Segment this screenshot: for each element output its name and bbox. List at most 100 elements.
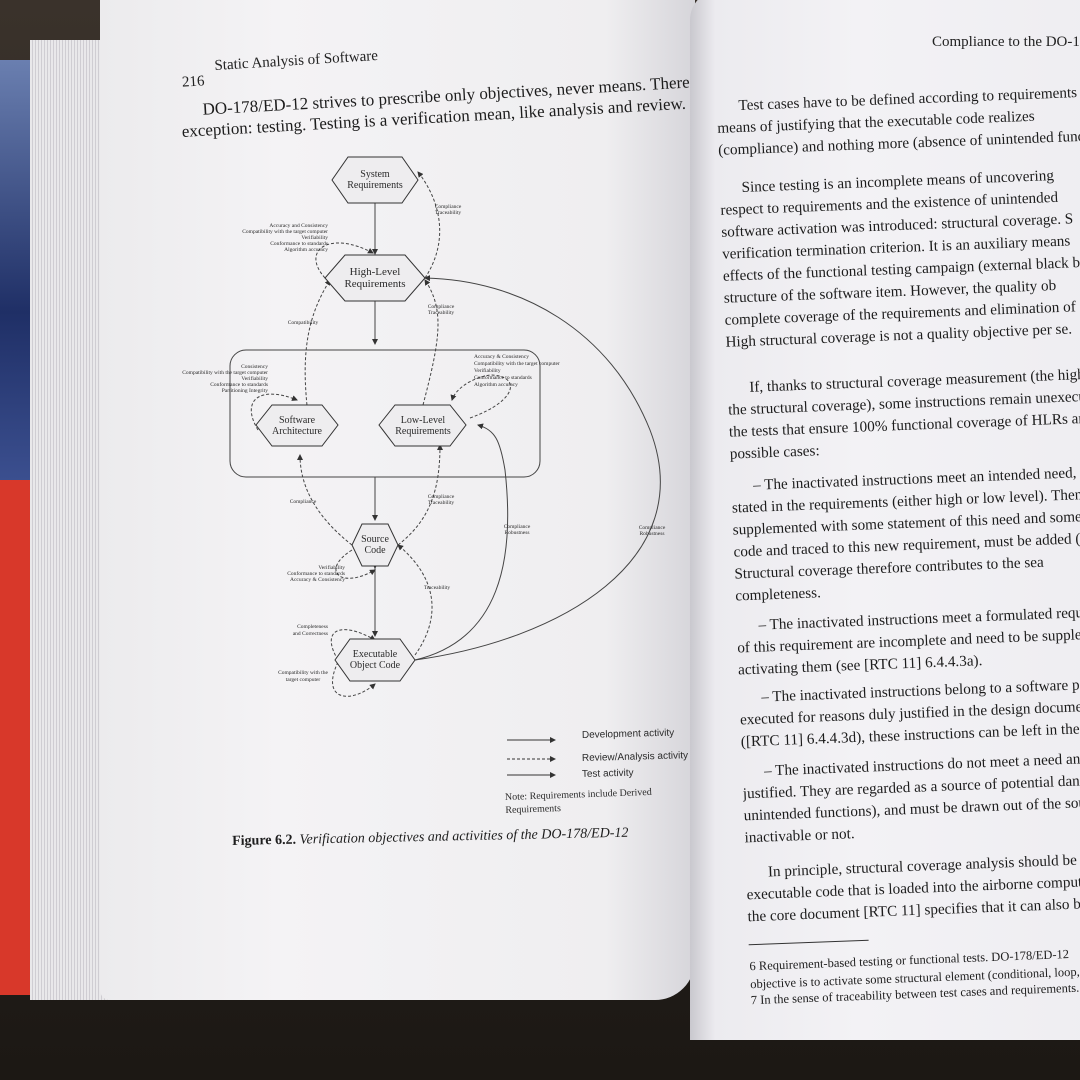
diagram-element: and Correctness xyxy=(293,631,328,637)
node-label: Requirements xyxy=(395,426,451,437)
diagram-element: Robustness xyxy=(504,530,529,536)
annotation: Compatibility xyxy=(288,320,319,326)
diagram-element: Verifiability xyxy=(474,367,501,374)
review-eoc-compat xyxy=(332,661,376,697)
diagram-element: Conformance to standards xyxy=(210,381,268,388)
node-label: Object Code xyxy=(350,660,401,671)
legend-note: Note: Requirements include DerivedRequir… xyxy=(505,787,653,816)
diagram-element: Conformance to standards xyxy=(270,240,328,247)
legend-review: Review/Analysis activity xyxy=(582,750,688,764)
review-sa-hlr xyxy=(304,279,331,431)
diagram-element: Compliance xyxy=(639,525,666,531)
diagram-element: Accuracy & Consistency xyxy=(290,577,345,583)
review-eoc-completeness xyxy=(330,629,376,661)
node-label: Source xyxy=(361,534,389,545)
node-low-level-requirements xyxy=(378,404,467,447)
diagram-element: Traceability xyxy=(428,310,455,316)
diagram-element: Requirements xyxy=(505,803,561,816)
review-sc-sa xyxy=(297,454,353,546)
node-label: Requirements xyxy=(347,180,403,191)
node-label: Requirements xyxy=(344,278,405,290)
footnote-rule xyxy=(748,939,869,946)
diagram-element: Note: Requirements include Derived xyxy=(505,787,652,803)
node-label: Executable xyxy=(353,649,398,660)
review-sc-self xyxy=(335,549,376,579)
diagram-element: Accuracy & Consistency xyxy=(474,354,529,360)
diagram-element: Verifiability xyxy=(301,234,328,241)
legend-development: Development activity xyxy=(582,728,675,741)
node-label: Software xyxy=(279,415,316,426)
annotation: Compliance xyxy=(435,204,462,210)
review-eoc-sc xyxy=(397,544,433,656)
review-llr-self xyxy=(450,374,511,419)
diagram-element: Verifiability xyxy=(241,375,268,382)
running-head-right: Compliance to the DO-178C xyxy=(932,34,1080,50)
design-group-box xyxy=(229,349,541,478)
node-label: High-Level xyxy=(350,266,401,278)
node-software-architecture xyxy=(255,404,339,447)
review-sa-self xyxy=(250,393,298,431)
test-arrow-eoc-llr xyxy=(414,423,509,661)
annotation: Traceability xyxy=(435,210,462,216)
node-label: Code xyxy=(364,545,386,556)
node-label: System xyxy=(360,169,390,180)
node-label: Low-Level xyxy=(401,415,446,426)
test-arrow-eoc-hlr xyxy=(414,275,661,661)
diagram-element: Algorithm accuracy xyxy=(474,382,518,388)
diagram-element: Partitioning Integrity xyxy=(222,388,269,394)
diagram-element: Compatibility with the xyxy=(278,670,328,676)
legend xyxy=(507,737,556,778)
annotation: Traceability xyxy=(424,585,451,591)
node-high-level-requirements xyxy=(324,254,426,302)
diagram-element: Development activity Review/Analysis act… xyxy=(582,728,688,780)
node-executable-object-code xyxy=(334,638,416,682)
review-sc-llr xyxy=(397,444,443,546)
right-page: Compliance to the DO-178C Test cases hav… xyxy=(690,0,1080,1040)
diagram-element: Compliance xyxy=(428,494,455,500)
diagram-element: Conformance to standards xyxy=(287,570,345,577)
diagram-element: Compatibility with the target computer xyxy=(182,370,268,376)
diagram-element: Traceability xyxy=(428,500,455,506)
review-llr-hlr-back xyxy=(422,279,439,406)
diagram-element xyxy=(229,202,661,661)
diagram-element: Algorithm accuracy xyxy=(284,247,328,253)
legend-test: Test activity xyxy=(582,768,634,780)
diagram-element: Accuracy and Consistency xyxy=(269,223,328,229)
diagram-element: Conformance to standards xyxy=(474,374,532,381)
node-label: Architecture xyxy=(272,426,323,437)
diagram-element: Compatibility with the target computer xyxy=(474,361,560,367)
diagram-element xyxy=(250,171,511,697)
annotation: Compliance xyxy=(290,499,317,505)
diagram-element: Compatibility with the target computer xyxy=(242,229,328,235)
diagram-element: target computer xyxy=(286,677,321,683)
node-system-requirements xyxy=(331,156,419,204)
diagram-element: Verifiability xyxy=(318,564,345,571)
caption-label: Figure 6.2. xyxy=(232,832,297,849)
diagram-element: Compliance xyxy=(428,304,455,310)
node-source-code xyxy=(351,523,399,567)
review-hlr-self xyxy=(315,242,374,279)
diagram-element: Consistency xyxy=(241,364,268,370)
diagram-element: Completeness xyxy=(297,624,328,630)
diagram-element xyxy=(255,156,467,682)
diagram-element: Compliance xyxy=(504,524,531,530)
diagram-element: Robustness xyxy=(639,531,664,537)
review-hlr-sys xyxy=(417,171,441,279)
